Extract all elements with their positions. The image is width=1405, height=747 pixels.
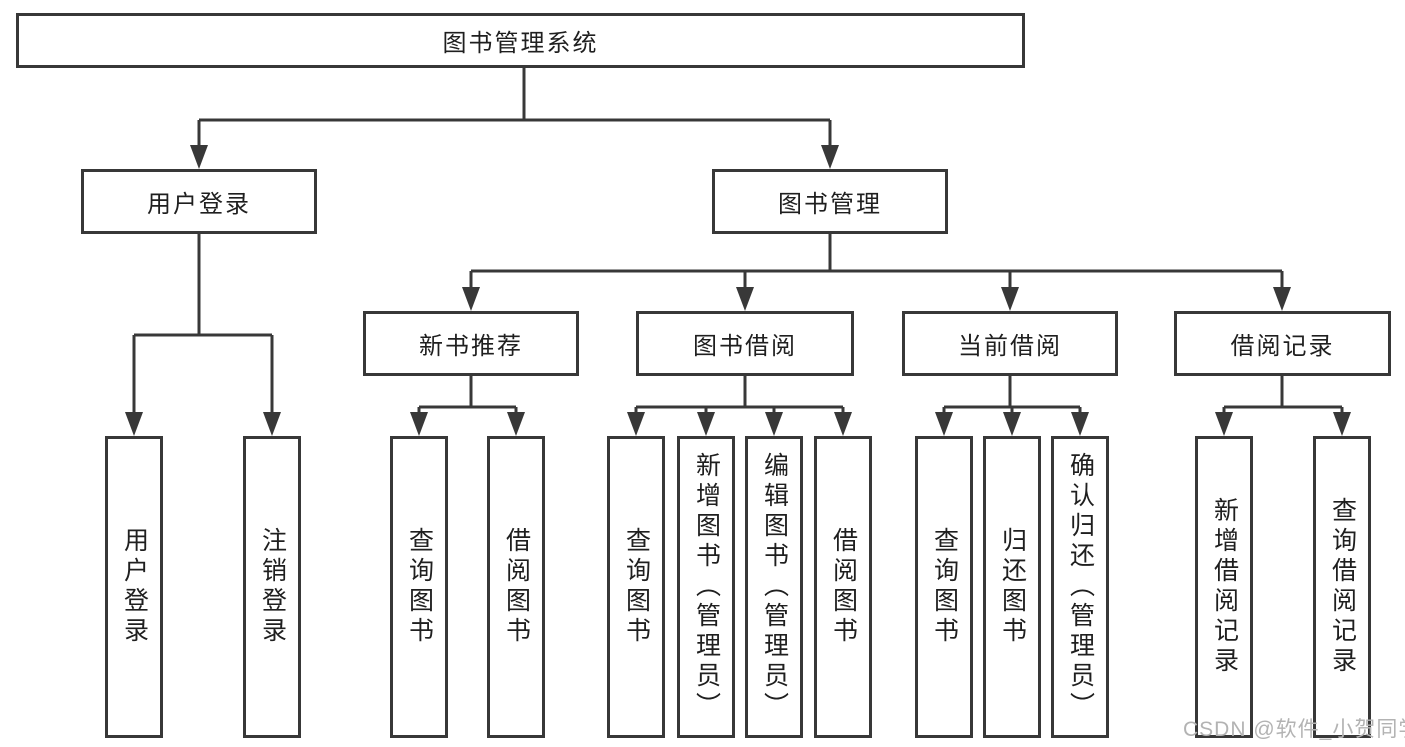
node-library-system: 图书管理系统 [16,13,1025,68]
leaf-add-borrow-record: 新增借阅记录 [1195,436,1253,738]
leaf-add-book-admin: 新增图书（管理员） [677,436,735,738]
node-new-book-recommend: 新书推荐 [363,311,579,376]
leaf-search-books-recommend: 查询图书 [390,436,448,738]
leaf-search-borrow-record: 查询借阅记录 [1313,436,1371,738]
leaf-user-login: 用户登录 [105,436,163,738]
node-borrow-records: 借阅记录 [1174,311,1391,376]
csdn-watermark: CSDN @软件_小贺同学 [1183,718,1405,741]
leaf-borrow-books: 借阅图书 [814,436,872,738]
leaf-search-books-borrow: 查询图书 [607,436,665,738]
leaf-borrow-books-recommend: 借阅图书 [487,436,545,738]
node-book-management: 图书管理 [712,169,948,234]
leaf-search-books-current: 查询图书 [915,436,973,738]
node-current-borrow: 当前借阅 [902,311,1118,376]
node-user-login-branch: 用户登录 [81,169,317,234]
leaf-logout: 注销登录 [243,436,301,738]
leaf-confirm-return-admin: 确认归还（管理员） [1051,436,1109,738]
node-book-borrow: 图书借阅 [636,311,854,376]
leaf-return-book: 归还图书 [983,436,1041,738]
arrowhead-icons [125,145,1351,436]
leaf-edit-book-admin: 编辑图书（管理员） [745,436,803,738]
